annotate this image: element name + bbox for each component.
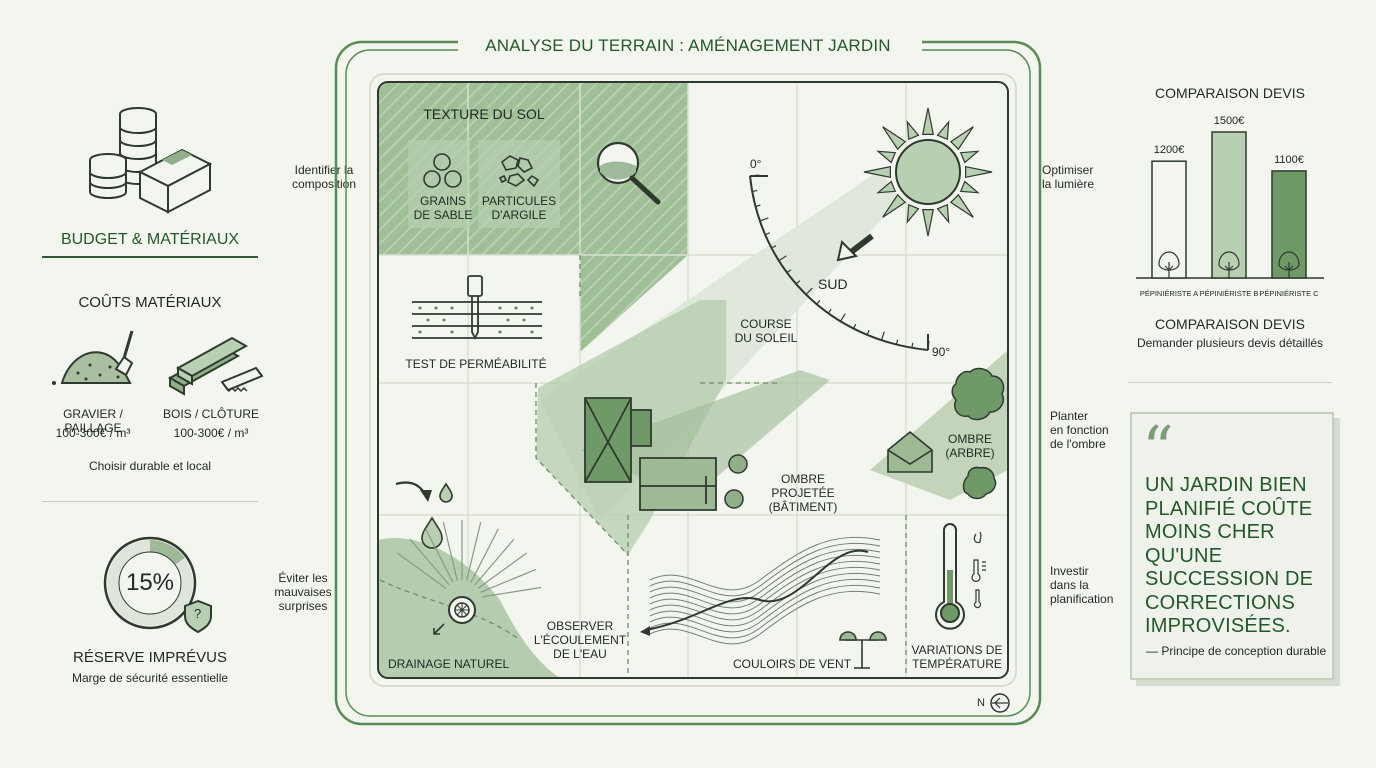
gravel-label: GRAVIER / PAILLAGE bbox=[63, 407, 123, 435]
category-label: PÉPINIÉRISTE B bbox=[1200, 289, 1259, 298]
page-title: ANALYSE DU TERRAIN : AMÉNAGEMENT JARDIN bbox=[485, 36, 891, 55]
deg90-label: 90° bbox=[932, 345, 951, 359]
bar bbox=[1271, 170, 1307, 279]
tree-icon bbox=[1158, 251, 1180, 278]
sand-grains-icon bbox=[423, 153, 462, 188]
shadow-tree-label: OMBRE(ARBRE) bbox=[945, 432, 995, 460]
site-map bbox=[334, 40, 1042, 726]
wood-saw-icon bbox=[167, 336, 264, 396]
water-drop-icon bbox=[421, 482, 453, 549]
tree-icon bbox=[1278, 251, 1300, 278]
divider bbox=[42, 501, 258, 502]
quote-text: UN JARDIN BIEN PLANIFIÉ COÛTE MOINS CHER… bbox=[1145, 474, 1314, 637]
sun-icon bbox=[863, 107, 993, 237]
north-label: N bbox=[977, 697, 985, 709]
compare-subtitle: COMPARAISON DEVIS bbox=[1155, 316, 1305, 332]
category-label: PÉPINIÉRISTE A bbox=[1140, 289, 1198, 298]
bench-icon bbox=[887, 430, 933, 473]
wood-label: BOIS / CLÔTURE bbox=[162, 407, 260, 421]
quote-mark-icon: “ bbox=[1142, 412, 1174, 485]
tree-icon bbox=[1218, 251, 1240, 278]
reserve-note: Marge de sécurité essentielle bbox=[71, 671, 229, 685]
permeability-probe-icon bbox=[412, 275, 542, 341]
perm-test-label: TEST DE PERMÉABILITÉ bbox=[405, 357, 547, 371]
bar bbox=[1151, 160, 1187, 279]
reserve-ring bbox=[103, 536, 212, 634]
gravel-price: 100-300€ / m³ bbox=[55, 426, 131, 440]
magnifier-icon bbox=[596, 141, 661, 205]
soil-texture-label: TEXTURE DU SOL bbox=[423, 106, 545, 122]
shadow-building-label: OMBRE PROJETÉE(BÂTIMENT) bbox=[768, 472, 838, 514]
bar-value-label: 1100€ bbox=[1274, 154, 1304, 166]
gravel-shovel-icon bbox=[52, 330, 134, 385]
costs-note: Choisir durable et local bbox=[88, 459, 212, 473]
south-label: SUD bbox=[818, 276, 848, 292]
wind-label: COULOIRS DE VENT bbox=[733, 657, 852, 671]
drainage-label: DRAINAGE NATUREL bbox=[388, 657, 510, 671]
deg0-label: 0° bbox=[750, 157, 762, 171]
coins-stack-icon bbox=[89, 107, 213, 214]
divider bbox=[1128, 382, 1332, 383]
bar-value-label: 1500€ bbox=[1214, 115, 1245, 127]
compare-note: Demander plusieurs devis détaillés bbox=[1136, 336, 1324, 350]
anemometer-icon bbox=[839, 631, 887, 669]
quote-source: — Principe de conception durable bbox=[1146, 644, 1327, 658]
reserve-value: 15% bbox=[125, 569, 175, 596]
budget-title: BUDGET & MATÉRIAUX bbox=[60, 231, 240, 248]
thermometer-icon bbox=[935, 523, 965, 630]
clay-particles-icon bbox=[498, 155, 540, 188]
house-icon bbox=[584, 397, 717, 511]
chart-title: COMPARAISON DEVIS bbox=[1155, 85, 1305, 101]
wood-price: 100-300€ / m³ bbox=[173, 426, 249, 440]
shrub-icon bbox=[724, 454, 748, 509]
bar-value-label: 1200€ bbox=[1154, 144, 1185, 156]
question-icon: ? bbox=[194, 606, 202, 621]
costs-title: COÛTS MATÉRIAUX bbox=[78, 294, 222, 311]
tree-icon bbox=[951, 367, 1005, 500]
category-label: PÉPINIÉRISTE C bbox=[1259, 289, 1319, 298]
reserve-title: RÉSERVE IMPRÉVUS bbox=[73, 649, 227, 666]
bar bbox=[1211, 131, 1247, 279]
quote-card bbox=[1130, 412, 1334, 680]
quotes-bar-chart: 1200€ PÉPINIÉRISTE A 1500€ PÉPINIÉRISTE B 11… bbox=[1136, 115, 1324, 298]
divider bbox=[42, 256, 258, 258]
